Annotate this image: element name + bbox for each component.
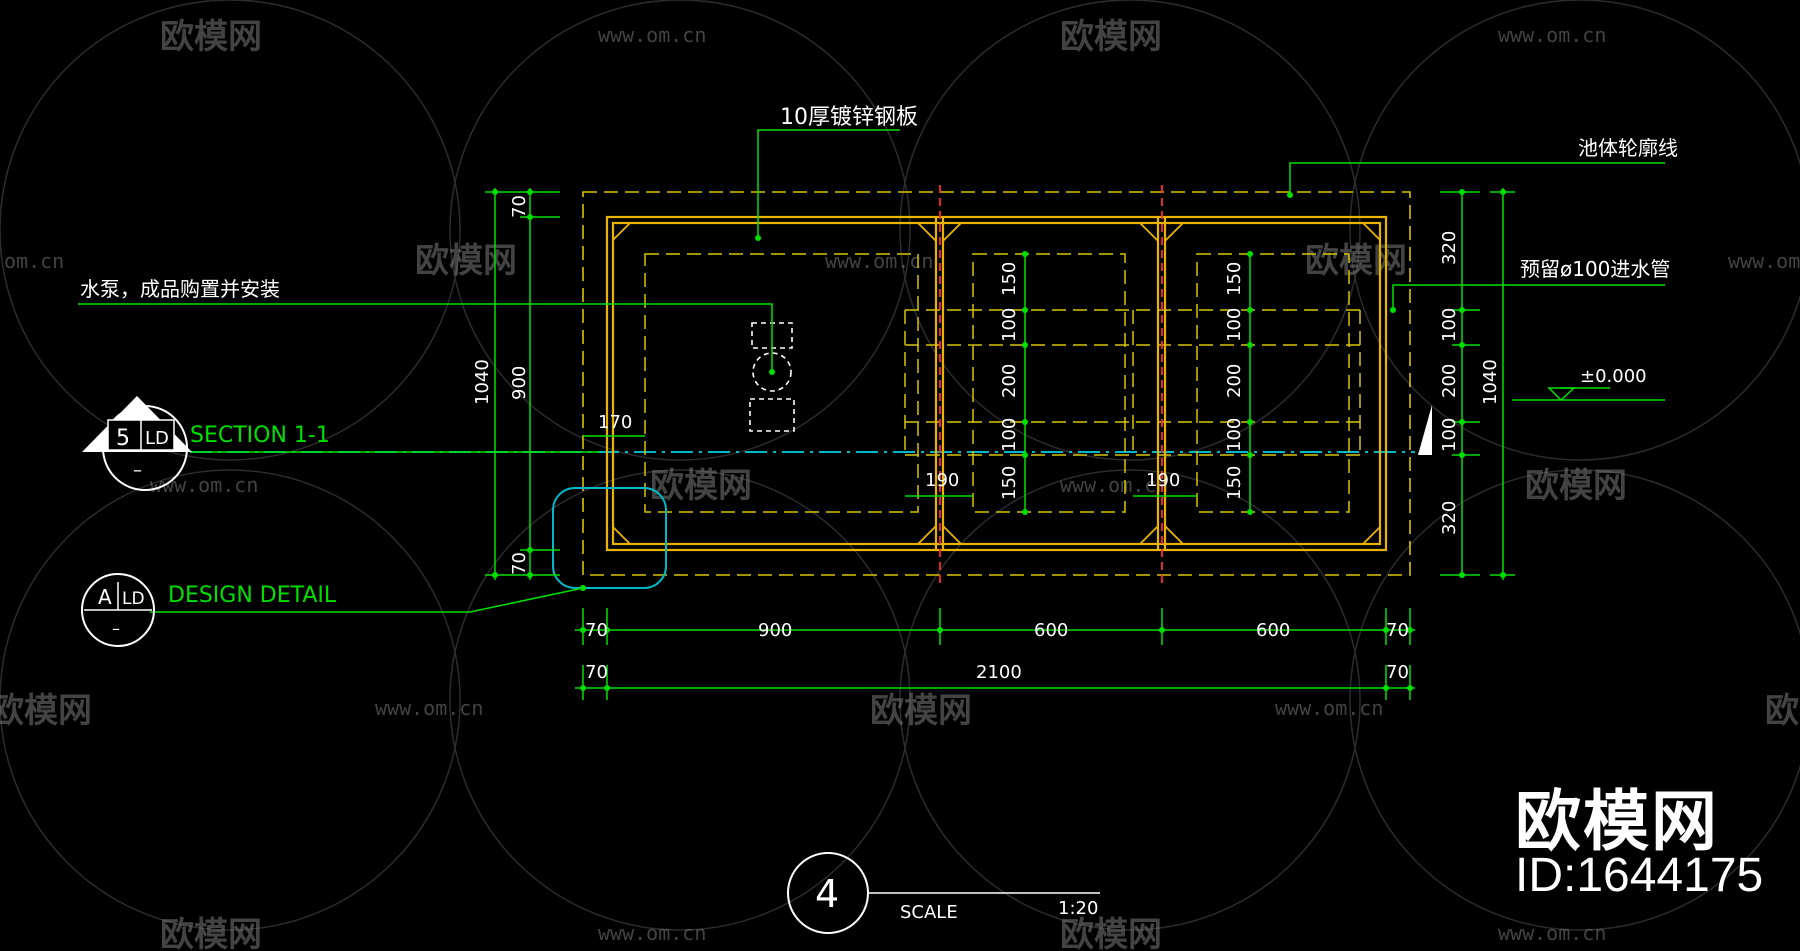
inlet-pipe-label: 预留ø100进水管 (1520, 257, 1670, 281)
dim-left-70-bottom: 70 (509, 552, 530, 575)
watermark-url: www.om.cn (825, 249, 933, 273)
dimension-lines (78, 129, 1665, 700)
inner-dashed-compartments (644, 253, 1361, 513)
dim-bottom-600-b: 600 (1256, 620, 1290, 641)
dim-bottom2-70-right: 70 (1386, 662, 1409, 683)
dim-bottom2-70-left: 70 (585, 662, 608, 683)
dim-far-100-bottom: 100 (1439, 418, 1460, 452)
dimension-ticks (492, 189, 1506, 691)
watermark-brand: 欧模网 (1060, 17, 1162, 57)
pump-note-label: 水泵，成品购置并安装 (80, 277, 280, 301)
section-ref: LD (145, 428, 169, 449)
section-symbol: 5 LD – (82, 396, 192, 491)
watermark-brand: 欧模网 (1525, 466, 1627, 506)
dim-gap-left: 190 (925, 470, 959, 491)
elevation-label: ±0.000 (1580, 366, 1647, 387)
detail-title: DESIGN DETAIL (168, 583, 337, 608)
dim-bottom-70-right: 70 (1386, 620, 1409, 641)
watermark-url: www.om.cn (1275, 696, 1383, 720)
model-id: ID:1644175 (1515, 849, 1764, 902)
red-center-marks (939, 185, 1163, 585)
dim-mid-100-bottom: 100 (999, 418, 1020, 452)
watermark-brand: 欧模网 (1060, 915, 1162, 951)
section-number: 5 (116, 426, 130, 451)
watermark-circles (0, 0, 1800, 931)
pool-outline-label: 池体轮廓线 (1578, 136, 1678, 160)
watermark-brand: 欧模网 (650, 466, 752, 506)
dim-mid-100-top: 100 (999, 308, 1020, 342)
watermark-url: www.om.cn (150, 473, 258, 497)
watermark-url: www.om.cn (1498, 23, 1606, 47)
dim-far-total: 1040 (1480, 359, 1501, 405)
watermark-brand: 欧模网 (160, 17, 262, 57)
dim-far-200: 200 (1439, 364, 1460, 398)
watermark-url: www.om.cn (598, 921, 706, 945)
detail-callout-box (552, 487, 667, 589)
dim-far-320-top: 320 (1439, 231, 1460, 265)
drawing-title-block: 4 SCALE 1:20 (787, 852, 1100, 934)
detail-ref: LD (122, 589, 145, 609)
dim-right-150-bottom: 150 (1224, 466, 1245, 500)
watermark-url: www.om.cn (598, 23, 706, 47)
watermark-url: www.om.cn (1728, 249, 1800, 273)
dim-left-70-top: 70 (509, 195, 530, 218)
section-title: SECTION 1-1 (190, 423, 330, 448)
dim-far-320-bottom: 320 (1439, 501, 1460, 535)
watermark-url: www.om.cn (1060, 473, 1168, 497)
dimension-texts-bottom: 70 900 600 600 70 70 2100 70 170 190 190 (585, 412, 1409, 683)
dim-left-offset: 170 (598, 412, 632, 433)
dim-bottom-70-left: 70 (585, 620, 608, 641)
dim-gap-right: 190 (1146, 470, 1180, 491)
dim-right-200: 200 (1224, 364, 1245, 398)
brand-logo: 欧模网 (1515, 783, 1719, 860)
detail-sub: – (112, 619, 120, 638)
dim-mid-200: 200 (999, 364, 1020, 398)
watermark-brand: 欧模网 (870, 691, 972, 731)
detail-letter: A (98, 585, 112, 609)
dim-right-100-bottom: 100 (1224, 418, 1245, 452)
dim-right-150-top: 150 (1224, 262, 1245, 296)
steel-plate-label: 10厚镀锌钢板 (780, 105, 918, 130)
watermark-brand: 欧模网 (1305, 241, 1407, 281)
dim-right-100-top: 100 (1224, 308, 1245, 342)
section-sub: – (133, 460, 142, 481)
watermark-url: www.om.cn (375, 696, 483, 720)
scale-label: SCALE (900, 902, 958, 923)
dim-left-total: 1040 (472, 359, 493, 405)
dim-far-100-top: 100 (1439, 308, 1460, 342)
scale-value: 1:20 (1058, 898, 1098, 919)
dim-bottom-900: 900 (758, 620, 792, 641)
dim-bottom2-2100: 2100 (976, 662, 1022, 683)
watermark-url: www.om.cn (1498, 921, 1606, 945)
watermark-brand: 欧模网 (0, 691, 92, 731)
detail-symbol: A LD – (81, 573, 155, 647)
watermark-brand: 欧模网 (415, 241, 517, 281)
dimension-texts-vertical: 1040 70 900 70 150 100 200 100 150 150 1… (472, 195, 1501, 575)
section-arrow-right (1418, 405, 1432, 455)
watermark-texts: 欧模网 www.om.cn 欧模网 www.om.cn om.cn 欧模网 ww… (0, 17, 1800, 951)
dim-bottom-600-a: 600 (1034, 620, 1068, 641)
dim-mid-150-top: 150 (999, 262, 1020, 296)
drawing-number: 4 (815, 872, 839, 916)
watermark-brand: 欧模网 (160, 915, 262, 951)
watermark-brand: 欧模网 (1765, 691, 1800, 731)
pool-outline-dashed (582, 191, 1411, 576)
corner-gussets (612, 222, 1381, 545)
steel-frame (605, 215, 1388, 552)
watermark-url: om.cn (4, 249, 64, 273)
dim-left-900: 900 (509, 366, 530, 400)
dim-mid-150-bottom: 150 (999, 466, 1020, 500)
